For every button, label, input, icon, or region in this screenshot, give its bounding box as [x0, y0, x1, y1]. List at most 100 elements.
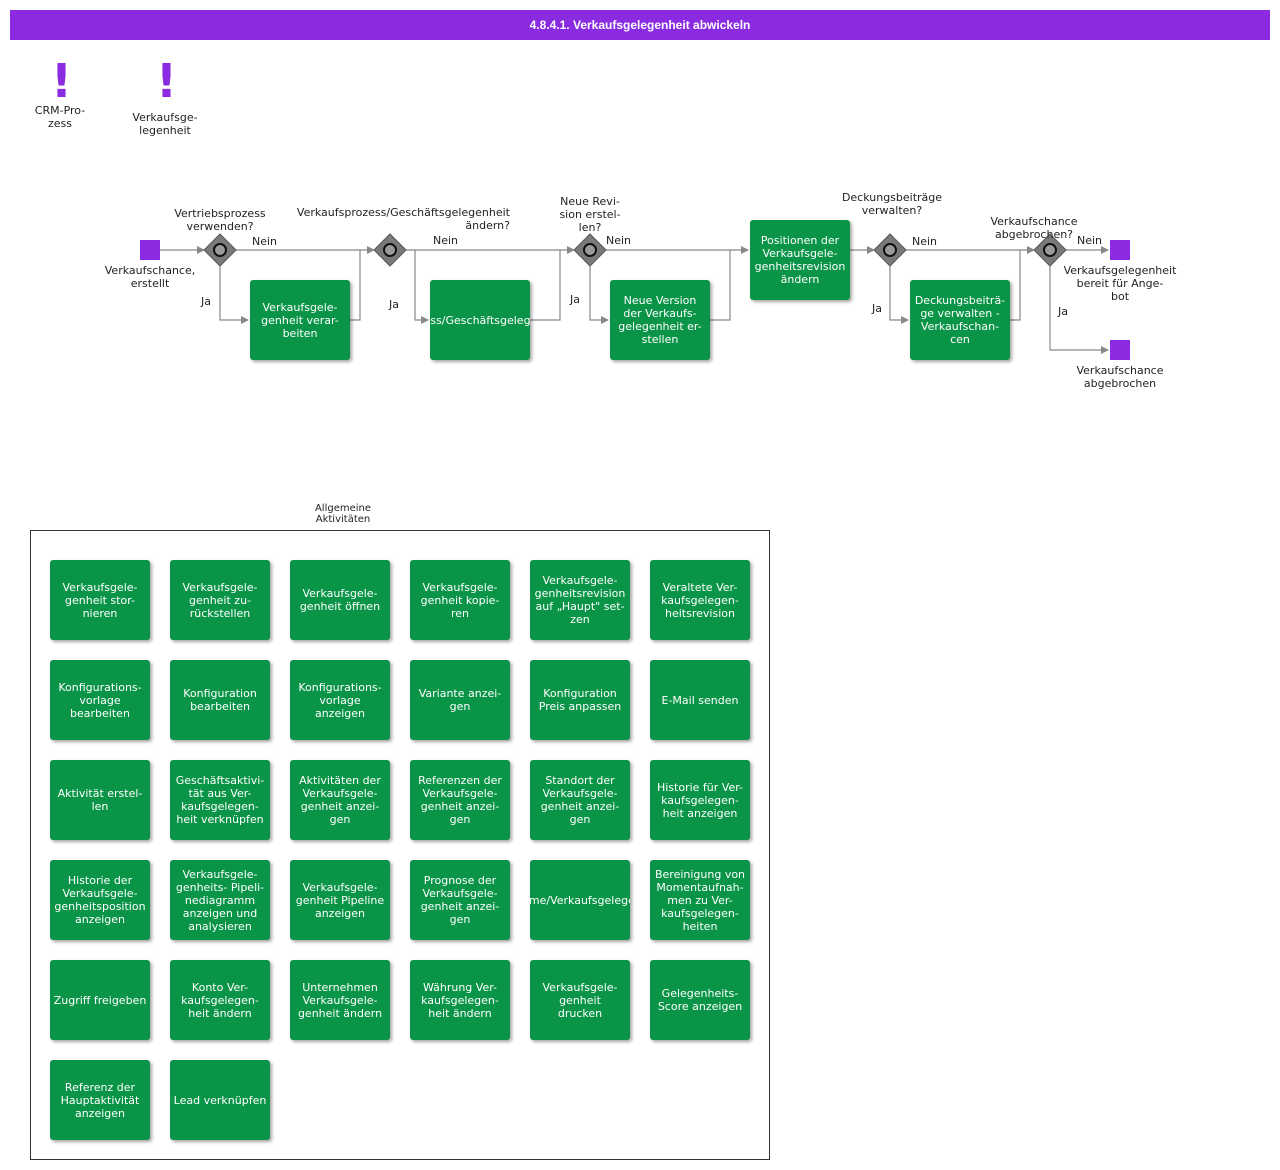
gateway-no-label: Nein: [252, 235, 278, 248]
activity-box[interactable]: Prognose der Verkaufsgele- genheit anzei…: [410, 860, 510, 940]
activity-box[interactable]: Unternehmen Verkaufsgele- genheit ändern: [290, 960, 390, 1040]
activity-box[interactable]: Verkaufsgele- genheit Pipeline anzeigen: [290, 860, 390, 940]
gateway-no-label: Nein: [1077, 234, 1103, 247]
activity-box[interactable]: Gelegenheits- Score anzeigen: [650, 960, 750, 1040]
activity-box[interactable]: Lead verknüpfen: [170, 1060, 270, 1140]
activity-box[interactable]: Konfiguration Preis anpassen: [530, 660, 630, 740]
general-activities-container: [30, 530, 770, 1160]
activity-box[interactable]: Aktivitäten der Verkaufsgele- genheit an…: [290, 760, 390, 840]
activity-label: Konfiguration bearbeiten: [183, 687, 257, 713]
activity-label: Gelegenheits- Score anzeigen: [657, 987, 743, 1013]
activity-label: Historie für Ver- kaufsgelegen- heit anz…: [656, 780, 744, 820]
activity-box[interactable]: E-Mail senden: [650, 660, 750, 740]
activity-box[interactable]: Standort der Verkaufsgele- genheit anzei…: [530, 760, 630, 840]
activity-label: Verkaufsgele- genheit stor- nieren: [62, 580, 138, 620]
end-event-cancel: [1110, 340, 1130, 360]
activity-box[interactable]: Aktivität erstel- len: [50, 760, 150, 840]
activity-label: Aktivitäten der Verkaufsgele- genheit an…: [299, 774, 381, 826]
gateway-yes-label: Ja: [570, 293, 580, 306]
legend-sales-opportunity-label: Verkaufsge- legenheit: [132, 111, 198, 137]
gateway-yes-label: Ja: [872, 302, 882, 315]
end-event-offer-label: Verkaufsgelegenheit bereit für Ange- bot: [1063, 264, 1177, 303]
activity-label: Referenzen der Verkaufsgele- genheit anz…: [418, 774, 502, 826]
activity-box[interactable]: Konfiguration bearbeiten: [170, 660, 270, 740]
task-deckungsbeitraege-verwalten[interactable]: Deckungsbeiträ- ge verwalten - Verkaufsc…: [910, 280, 1010, 360]
activity-label: Standort der Verkaufsgele- genheit anzei…: [540, 774, 620, 826]
gateway-yes-label: Ja: [1058, 305, 1068, 318]
activity-label: Momentaufnahme/Verkaufsgelegenheit erste…: [530, 893, 630, 907]
gateway-question-label: Vertriebsprozess verwenden?: [174, 207, 266, 233]
activity-label: Verkaufsgele- genheit Pipeline anzeigen: [295, 880, 385, 920]
gateway-yes-label: Ja: [389, 298, 399, 311]
gateway-verkaufsprozess-aendern: [373, 233, 407, 267]
activity-box[interactable]: Zugriff freigeben: [50, 960, 150, 1040]
activity-label: Variante anzei- gen: [418, 687, 502, 713]
gateway-no-label: Nein: [433, 234, 459, 247]
general-activities-label: Allgemeine Aktivitäten: [314, 503, 372, 523]
activity-label: Konto Ver- kaufsgelegen- heit ändern: [181, 980, 259, 1020]
activity-box[interactable]: Verkaufsgele- genheit zu- rückstellen: [170, 560, 270, 640]
gateway-question-label: Verkaufschance abgebrochen?: [990, 215, 1078, 241]
gateway-question-label: Deckungsbeiträge verwalten?: [841, 191, 943, 217]
activity-label: Verkaufsgele- genheits- Pipeli- nediagra…: [175, 867, 265, 933]
activity-box[interactable]: Geschäftsaktivi- tät aus Ver- kaufsgeleg…: [170, 760, 270, 840]
activity-label: Konfiguration Preis anpassen: [538, 687, 622, 713]
end-event-cancel-label: Verkaufschance abgebrochen: [1076, 364, 1164, 390]
gateway-deckungsbeitraege: [873, 233, 907, 267]
activity-box[interactable]: Verkaufsgele- genheit öffnen: [290, 560, 390, 640]
activity-box[interactable]: Verkaufsgele- genheit stor- nieren: [50, 560, 150, 640]
activity-box[interactable]: Historie der Verkaufsgele- genheitsposit…: [50, 860, 150, 940]
gateway-neue-revision: [573, 233, 607, 267]
activity-label: Veraltete Ver- kaufsgelegen- heitsrevisi…: [661, 580, 739, 620]
gateway-no-label: Nein: [912, 235, 938, 248]
activity-label: Konfigurations- vorlage bearbeiten: [58, 680, 142, 720]
activity-box[interactable]: Bereinigung von Momentaufnah- men zu Ver…: [650, 860, 750, 940]
activity-box[interactable]: Konfigurations- vorlage bearbeiten: [50, 660, 150, 740]
activity-box[interactable]: Historie für Ver- kaufsgelegen- heit anz…: [650, 760, 750, 840]
task-positionen-aendern[interactable]: Positionen der Verkaufsgele- genheitsrev…: [750, 220, 850, 300]
gateway-yes-label: Ja: [201, 295, 211, 308]
activity-label: Verkaufsgele- genheit drucken: [542, 980, 618, 1020]
activity-box[interactable]: Verkaufsgele- genheits- Pipeli- nediagra…: [170, 860, 270, 940]
exclamation-icon: !: [51, 54, 72, 108]
activity-label: Zugriff freigeben: [53, 993, 147, 1007]
activity-box[interactable]: Verkaufsgele- genheitsrevision auf „Haup…: [530, 560, 630, 640]
activity-label: Verkaufsgele- genheit zu- rückstellen: [182, 580, 258, 620]
activity-box[interactable]: Referenz der Hauptaktivität anzeigen: [50, 1060, 150, 1140]
gateway-question-label: Verkaufsprozess/Geschäftsgelegenheit änd…: [296, 206, 510, 232]
gateway-no-label: Nein: [606, 234, 632, 247]
task-verkaufsprozess-aendern[interactable]: Verkaufsprozess/Geschäftsgelegenheit änd…: [430, 280, 530, 360]
activity-label: E-Mail senden: [661, 693, 739, 707]
activity-box[interactable]: Referenzen der Verkaufsgele- genheit anz…: [410, 760, 510, 840]
diagram-title: 4.8.4.1. Verkaufsgelegenheit abwickeln: [10, 10, 1270, 40]
gateway-verkaufschance-abgebrochen: [1033, 233, 1067, 267]
legend-crm-process-label: CRM-Pro- zess: [34, 104, 86, 130]
activity-box[interactable]: Konfigurations- vorlage anzeigen: [290, 660, 390, 740]
activity-label: Konfigurations- vorlage anzeigen: [298, 680, 382, 720]
activity-box[interactable]: Konto Ver- kaufsgelegen- heit ändern: [170, 960, 270, 1040]
activity-box[interactable]: Variante anzei- gen: [410, 660, 510, 740]
activity-label: Verkaufsgele- genheit kopie- ren: [420, 580, 500, 620]
task-neue-version-erstellen[interactable]: Neue Version der Verkaufs- gelegenheit e…: [610, 280, 710, 360]
activity-label: Verkaufsgele- genheitsrevision auf „Haup…: [534, 574, 626, 626]
activity-label: Währung Ver- kaufsgelegen- heit ändern: [421, 980, 499, 1020]
activity-label: Geschäftsaktivi- tät aus Ver- kaufsgeleg…: [175, 774, 265, 826]
activity-label: Aktivität erstel- len: [57, 787, 143, 813]
task-verkaufsgelegenheit-verarbeiten[interactable]: Verkaufsgele- genheit verar- beiten: [250, 280, 350, 360]
activity-box[interactable]: Verkaufsgele- genheit drucken: [530, 960, 630, 1040]
gateway-vertriebsprozess: [203, 233, 237, 267]
end-event-offer: [1110, 240, 1130, 260]
activity-label: Verkaufsgele- genheit öffnen: [299, 587, 381, 613]
activity-box[interactable]: Veraltete Ver- kaufsgelegen- heitsrevisi…: [650, 560, 750, 640]
activity-box[interactable]: Währung Ver- kaufsgelegen- heit ändern: [410, 960, 510, 1040]
gateway-question-label: Neue Revi- sion erstel- len?: [559, 195, 621, 234]
activity-label: Unternehmen Verkaufsgele- genheit ändern: [297, 980, 383, 1020]
activity-box[interactable]: Verkaufsgele- genheit kopie- ren: [410, 560, 510, 640]
activity-label: Prognose der Verkaufsgele- genheit anzei…: [420, 874, 500, 926]
activity-box[interactable]: Momentaufnahme/Verkaufsgelegenheit erste…: [530, 860, 630, 940]
start-event-label: Verkaufschance, erstellt: [104, 264, 196, 290]
activity-label: Referenz der Hauptaktivität anzeigen: [60, 1080, 140, 1120]
activity-label: Lead verknüpfen: [173, 1093, 267, 1107]
activity-label: Historie der Verkaufsgele- genheitsposit…: [54, 874, 146, 926]
